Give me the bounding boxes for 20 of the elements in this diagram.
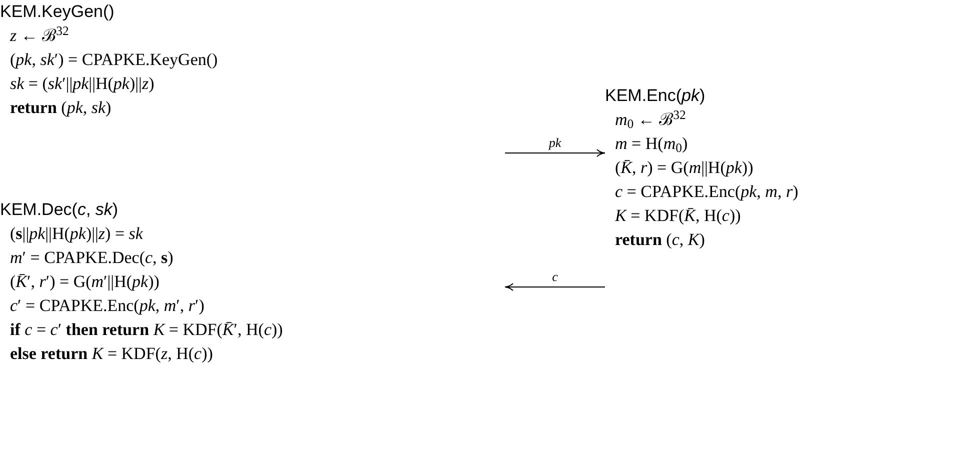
pseudocode-line: c′ = CPAPKE.Enc(pk, m′, r′)	[10, 295, 204, 317]
pseudocode-line: m′ = CPAPKE.Dec(c, s)	[10, 247, 174, 269]
pseudocode-line: sk = (sk′||pk||H(pk)||z)	[10, 73, 154, 95]
pseudocode-line: (s||pk||H(pk)||z) = sk	[10, 223, 143, 245]
function-heading: KEM.Enc(pk)	[605, 85, 706, 107]
pseudocode-line: if c = c′ then return K = KDF(K̄′, H(c))	[10, 319, 283, 341]
pseudocode-line: K = KDF(K̄, H(c))	[615, 205, 741, 227]
pseudocode-line: (K̄′, r′) = G(m′||H(pk))	[10, 271, 160, 293]
pseudocode-line: (pk, sk′) = CPAPKE.KeyGen()	[10, 49, 218, 71]
pseudocode-line: (K̄, r) = G(m||H(pk))	[615, 157, 754, 179]
function-heading: KEM.Dec(c, sk)	[0, 199, 118, 221]
pseudocode-line: c = CPAPKE.Enc(pk, m, r)	[615, 181, 798, 203]
pseudocode-line: return (c, K)	[615, 229, 705, 251]
function-heading: KEM.KeyGen()	[0, 1, 114, 23]
pseudocode-line: z ← ℬ$^{32}$	[10, 24, 69, 47]
pseudocode-line: else return K = KDF(z, H(c))	[10, 343, 213, 365]
pseudocode-line: return (pk, sk)	[10, 97, 112, 119]
edge-label: pk	[546, 136, 564, 149]
pseudocode-line: m = H(m$_{0}$)	[615, 133, 688, 156]
pseudocode-line: m$_{0}$ ← ℬ$^{32}$	[615, 108, 686, 132]
